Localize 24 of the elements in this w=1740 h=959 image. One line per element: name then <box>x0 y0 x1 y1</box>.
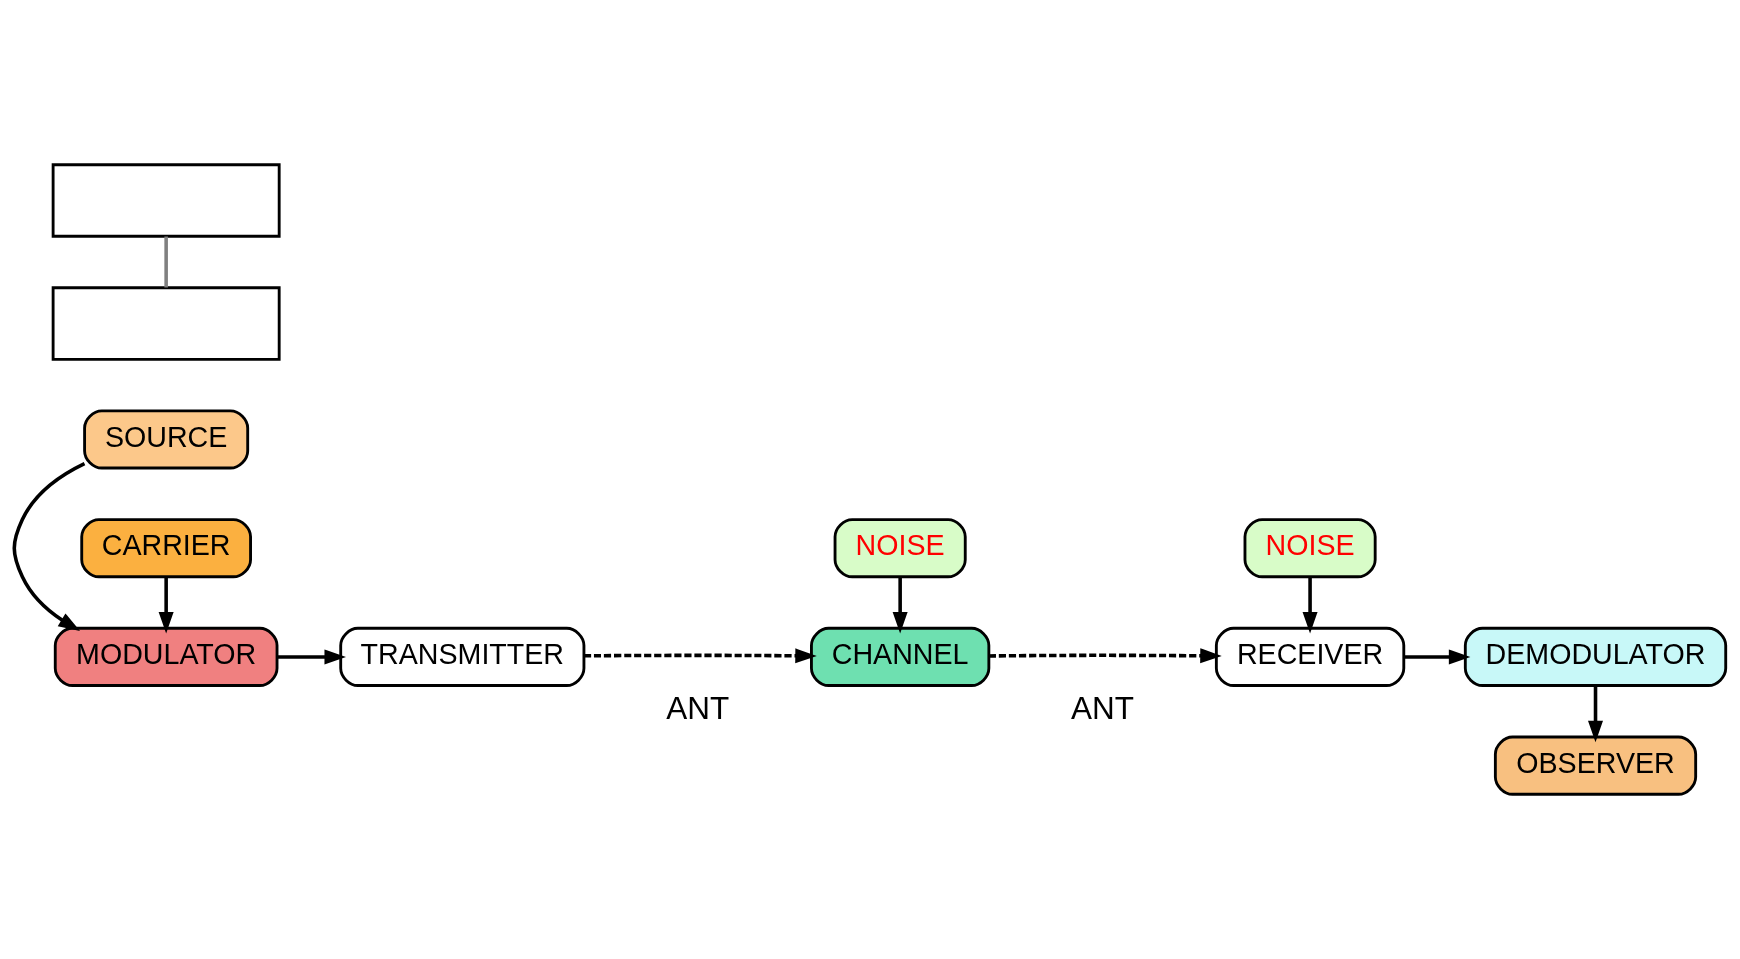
node-box: CHANNEL <box>810 626 991 687</box>
node-box: SOURCE <box>83 409 250 470</box>
arrow <box>892 576 908 634</box>
node-box: CARRIER <box>80 518 252 579</box>
arrow <box>1588 685 1604 743</box>
node-box: OBSERVER <box>1493 735 1698 796</box>
node-box: NOISE <box>1243 518 1377 579</box>
arrow <box>584 648 817 664</box>
node-box: TRANSMITTER <box>339 626 586 687</box>
connector <box>164 236 168 288</box>
node-box: NOISE <box>833 518 967 579</box>
node-box <box>51 163 281 238</box>
node-box: DEMODULATOR <box>1463 626 1728 687</box>
node-box <box>51 286 281 361</box>
arrow <box>1302 576 1318 634</box>
arrow <box>12 462 86 631</box>
arrow <box>158 576 174 634</box>
arrow <box>277 649 346 665</box>
node-box: RECEIVER <box>1214 626 1406 687</box>
label: ANT <box>666 691 730 727</box>
label: ANT <box>1071 691 1135 727</box>
node-box: MODULATOR <box>53 626 279 687</box>
arrow <box>1404 649 1471 665</box>
arrow <box>988 648 1222 664</box>
